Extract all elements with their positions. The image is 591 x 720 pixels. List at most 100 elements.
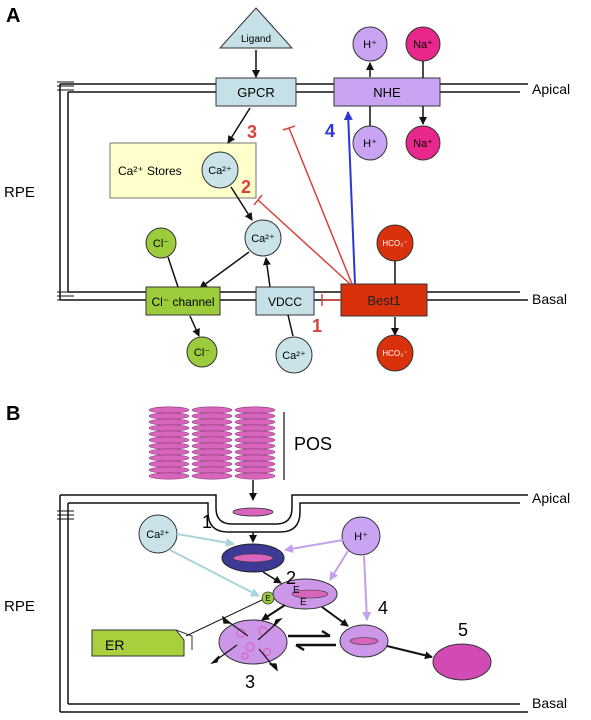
ca-to-vesicle-arrow xyxy=(169,549,260,597)
to-degradation-arrow xyxy=(261,604,286,621)
ca-to-phagosome-arrow xyxy=(176,533,235,548)
svg-text:ER: ER xyxy=(105,637,124,653)
phagosome xyxy=(221,543,285,573)
pos-disc xyxy=(234,454,276,462)
h-ion-inside: H⁺ xyxy=(352,125,388,161)
pos-disc xyxy=(148,454,190,462)
h-to-phagosome-arrow xyxy=(284,539,344,554)
h-to-phagolysosome-arrow xyxy=(329,550,349,581)
pos-disc xyxy=(191,430,233,438)
panel-b: B POS Apical Basal RPE Ca²⁺ H⁺ xyxy=(4,403,570,713)
best1-inhibition-3 xyxy=(282,125,353,285)
pos-stack xyxy=(234,406,276,480)
endoplasmic-reticulum: ER xyxy=(91,629,193,657)
step-2-label: 2 xyxy=(241,177,251,197)
pos-disc xyxy=(234,412,276,420)
pos-disc xyxy=(234,442,276,450)
svg-text:Na⁺: Na⁺ xyxy=(413,39,433,51)
svg-text:Na⁺: Na⁺ xyxy=(413,138,433,150)
hco3-ion-inside: HCO₃⁻ xyxy=(376,224,414,262)
pos-disc-stacks xyxy=(148,406,276,480)
cytosolic-ca-ion: Ca²⁺ xyxy=(244,219,282,257)
panel-a-label: A xyxy=(6,5,20,27)
phagosome-maturation-arrow xyxy=(262,571,282,584)
pos-stack xyxy=(191,406,233,480)
step-3-label: 3 xyxy=(247,122,257,142)
pos-disc xyxy=(234,448,276,456)
panel-a: A Apical Basal RPE Ligand GPCR xyxy=(4,5,570,374)
h-ion-outside: H⁺ xyxy=(352,26,388,62)
pos-disc xyxy=(191,460,233,468)
na-ion-outside: Na⁺ xyxy=(405,26,441,62)
e-marker-2: E xyxy=(300,597,307,608)
h-to-late-phagolysosome-arrow xyxy=(362,555,372,621)
pos-disc xyxy=(148,448,190,456)
panel-a-rpe-label: RPE xyxy=(4,184,35,201)
svg-text:VDCC: VDCC xyxy=(268,295,302,309)
e-vesicle: E xyxy=(261,591,275,605)
svg-text:Cl⁻: Cl⁻ xyxy=(194,347,210,359)
pos-disc xyxy=(191,442,233,450)
degrading-phagolysosome xyxy=(210,615,288,672)
gpcr-to-stores-arrow xyxy=(227,107,251,144)
svg-text:Ca²⁺ Stores: Ca²⁺ Stores xyxy=(118,164,182,178)
panel-b-apical-label: Apical xyxy=(532,490,570,506)
panel-b-h-ion: H⁺ xyxy=(341,516,381,556)
pos-disc xyxy=(148,418,190,426)
pos-disc xyxy=(148,466,190,474)
pos-disc xyxy=(191,406,233,414)
svg-text:HCO₃⁻: HCO₃⁻ xyxy=(382,239,407,248)
pos-disc xyxy=(191,466,233,474)
phagolysosome-early: E E xyxy=(272,578,338,610)
svg-text:Ligand: Ligand xyxy=(241,34,271,45)
cl-efflux-arrow xyxy=(189,315,200,337)
ca-stores-ion: Ca²⁺ xyxy=(208,165,232,177)
pos-disc xyxy=(191,448,233,456)
svg-text:HCO₃⁻: HCO₃⁻ xyxy=(382,349,407,358)
svg-text:Ca²⁺: Ca²⁺ xyxy=(282,350,306,362)
panel-b-ca-ion: Ca²⁺ xyxy=(138,514,178,554)
pos-disc xyxy=(234,406,276,414)
svg-text:Cl⁻ channel: Cl⁻ channel xyxy=(151,295,214,309)
panel-b-step-1: 1 xyxy=(202,512,212,532)
pos-disc xyxy=(148,424,190,432)
pos-disc xyxy=(148,412,190,420)
panel-b-basal-label: Basal xyxy=(532,695,567,711)
panel-b-step-5: 5 xyxy=(458,620,468,640)
cl-channel: Cl⁻ channel xyxy=(145,286,221,316)
final-residue-vesicle xyxy=(432,643,492,681)
panel-b-label: B xyxy=(6,403,20,425)
na-ion-inside: Na⁺ xyxy=(405,125,441,161)
svg-text:H⁺: H⁺ xyxy=(354,531,368,543)
best1-channel: Best1 xyxy=(340,283,428,317)
panel-b-cell-membrane xyxy=(57,494,528,713)
vdcc-channel: VDCC xyxy=(255,286,315,316)
pos-disc xyxy=(148,430,190,438)
svg-text:H⁺: H⁺ xyxy=(363,138,377,150)
pos-disc xyxy=(191,472,233,480)
step-1-label: 1 xyxy=(312,316,322,336)
pos-disc xyxy=(234,430,276,438)
panel-b-step-4: 4 xyxy=(378,598,388,618)
pos-disc xyxy=(191,424,233,432)
cl-ion-inside: Cl⁻ xyxy=(145,227,177,259)
stores-release-arrow xyxy=(230,186,253,221)
panel-b-step-2: 2 xyxy=(286,568,296,588)
svg-text:Ca²⁺: Ca²⁺ xyxy=(251,233,275,245)
svg-text:NHE: NHE xyxy=(373,85,401,100)
svg-text:E: E xyxy=(265,594,270,603)
pos-disc xyxy=(234,436,276,444)
ca-stores-box: Ca²⁺ Stores Ca²⁺ xyxy=(109,142,257,199)
pos-disc xyxy=(148,436,190,444)
vdcc-to-ca-arrow xyxy=(262,257,271,288)
best1-activation-4 xyxy=(343,111,356,285)
extracellular-ca-ion: Ca²⁺ xyxy=(275,336,313,374)
e-marker-1: E xyxy=(293,585,300,596)
reversible-arrows xyxy=(288,629,336,652)
panel-b-rpe-label: RPE xyxy=(4,598,35,615)
pos-disc xyxy=(191,436,233,444)
panel-a-apical-label: Apical xyxy=(532,81,570,97)
maturation-to-late-arrow xyxy=(321,606,349,627)
step-4-label: 4 xyxy=(325,121,335,141)
pos-disc xyxy=(191,412,233,420)
